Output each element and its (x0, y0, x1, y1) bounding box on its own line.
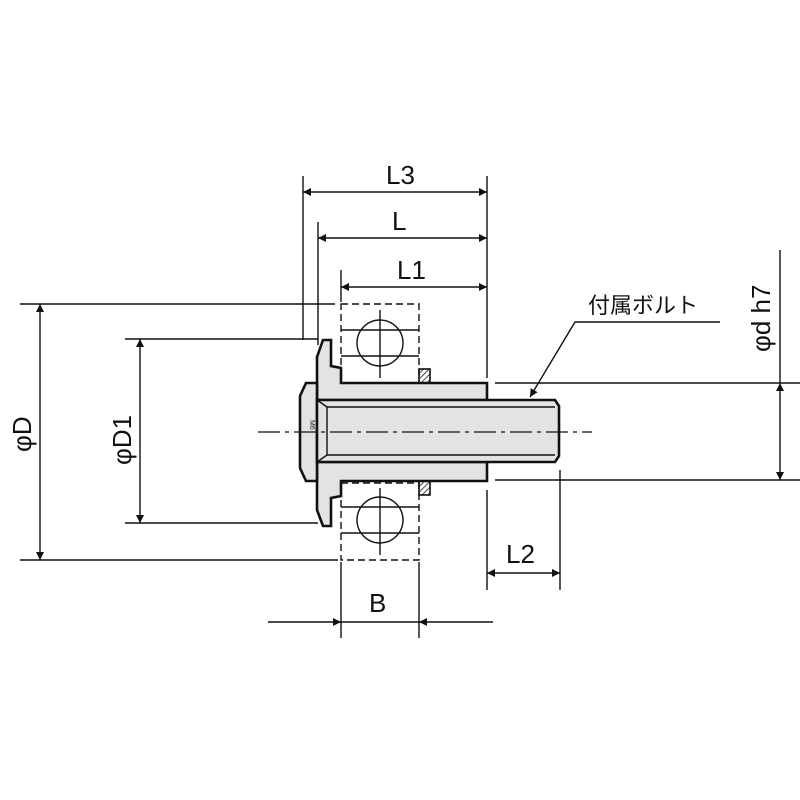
bolt-shank (315, 398, 561, 464)
svg-text:L1: L1 (397, 255, 426, 285)
svg-text:φD1: φD1 (107, 415, 137, 465)
dimension-phiD: φD (7, 304, 44, 560)
bolt-leader: 付属ボルト (529, 293, 720, 398)
dimension-B: B (268, 588, 493, 626)
svg-text:φd h7: φd h7 (746, 285, 776, 352)
dimension-phiD1: φD1 (107, 339, 144, 523)
dimension-L2: L2 (487, 539, 560, 577)
bolt-label: 付属ボルト (588, 293, 698, 318)
svg-text:L: L (392, 206, 406, 236)
dimension-L3: L3 (303, 160, 487, 196)
flanged-shaft-lower (315, 460, 489, 528)
dimension-L: L (318, 206, 487, 242)
retaining-ring-top (418, 368, 431, 384)
svg-text:B: B (369, 588, 386, 618)
svg-text:L2: L2 (506, 539, 535, 569)
retaining-ring-bottom (418, 480, 431, 496)
dimension-L1: L1 (341, 255, 487, 291)
bearing-bottom (340, 482, 420, 561)
svg-text:L3: L3 (386, 160, 415, 190)
dimension-phid-h7: φd h7 (746, 250, 784, 480)
bolt-mark: M6 (308, 420, 315, 430)
svg-text:φD: φD (7, 416, 37, 452)
bearing-top (340, 303, 420, 384)
